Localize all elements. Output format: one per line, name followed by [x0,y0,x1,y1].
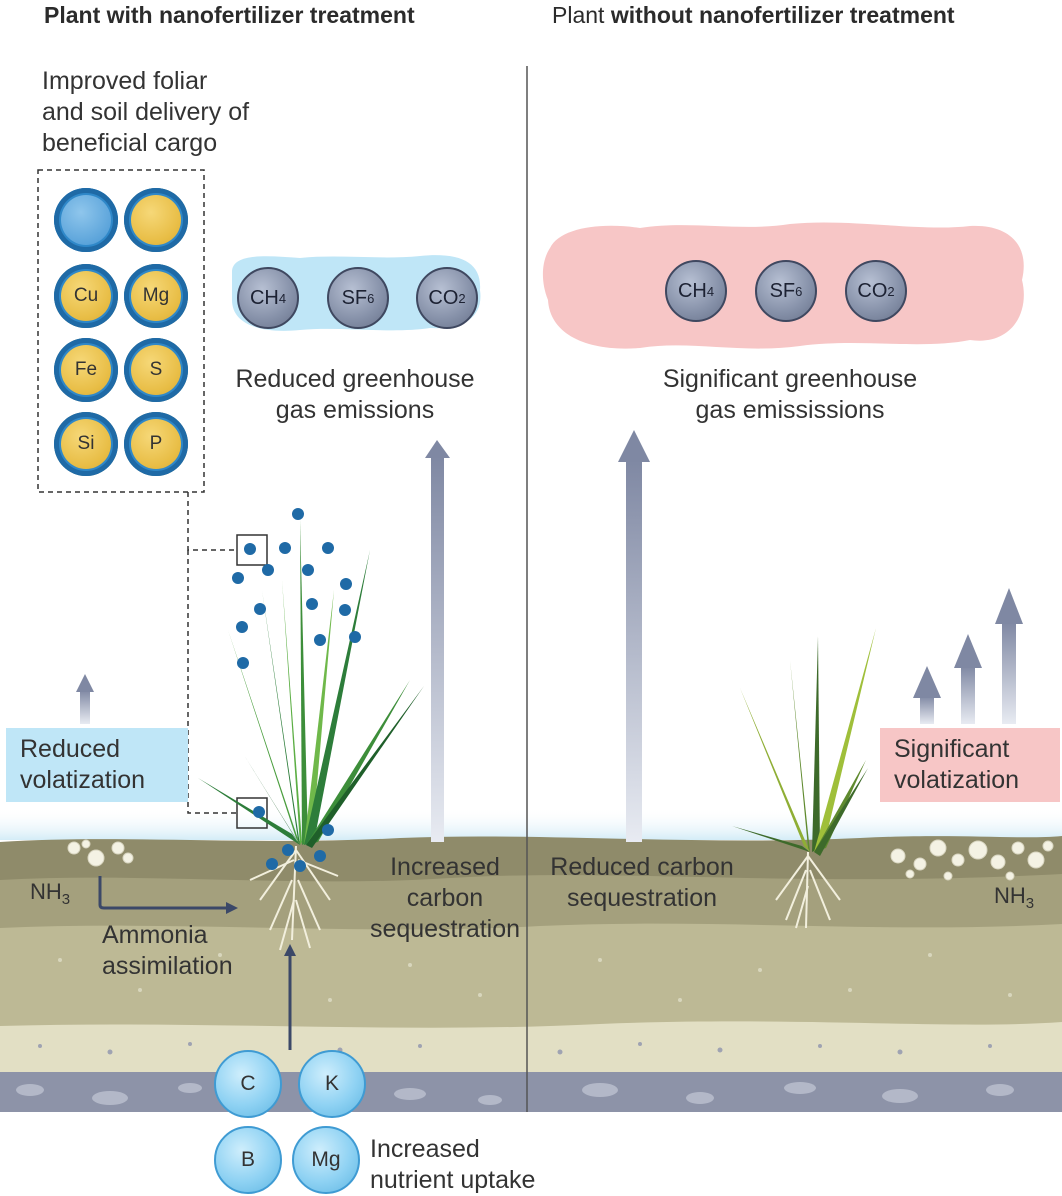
greenhouse-label-line: gas emissions [275,396,435,424]
dna-cargo [54,188,118,252]
nh3-label-left: NH3 [30,879,71,908]
cargo-fe: Fe [54,338,118,402]
carbon-label-line: carbon [406,884,484,912]
emission-arrows [76,430,1023,842]
delivery-label-line: Improved foliar [42,67,208,95]
delivery-label-line: beneficial cargo [42,129,218,157]
protein-cargo [124,188,188,252]
uptake-label-line: Increased [370,1135,480,1163]
volatization-label-line: Reduced [20,735,121,763]
assimilation-label-line: Ammonia [102,921,208,949]
nutrient-mg: Mg [292,1126,360,1194]
greenhouse-label-line: gas emississions [695,396,885,424]
reduced-carbon-label: Reduced carbon sequestration [530,852,754,914]
significant-volatization-label: Significant volatization [880,728,1060,802]
soil-dots [58,953,1012,1002]
carbon-label-line: Increased [390,853,500,881]
right-header-bold: without nanofertilizer treatment [610,2,955,28]
volatization-label-line: volatization [20,766,146,794]
nutrient-b: B [214,1126,282,1194]
cargo-p: P [124,412,188,476]
nutrient-c: C [214,1050,282,1118]
cargo-cu: Cu [54,264,118,328]
cargo-si: Si [54,412,118,476]
callout-square-bottom [236,797,268,829]
reduced-volatization-label: Reduced volatization [6,728,188,802]
delivery-label-line: and soil delivery of [42,98,250,126]
nh3-bubbles-left [67,839,134,867]
right-header-prefix: Plant [552,2,611,28]
untreated-roots [775,851,841,929]
ground-glow [0,808,1062,840]
carbon-label-line: sequestration [369,915,521,943]
rock-pebbles [16,1082,1014,1105]
rock-layer [0,1072,1062,1112]
soil-light-layer [0,1021,1062,1075]
left-panel-header: Plant with nanofertilizer treatment [44,2,415,28]
untreated-plant [732,628,876,929]
cargo-callout [37,169,236,814]
nutrient-uptake-label: Increased nutrient uptake [370,1134,535,1196]
increased-carbon-label: Increased carbon sequestration [350,852,540,945]
nh3-label-right: NH3 [994,883,1035,912]
volatization-label-line: Significant [894,735,1010,763]
uptake-label-line: nutrient uptake [370,1166,536,1194]
ammonia-assimilation-label: Ammonia assimilation [102,920,233,982]
right-panel-header: Plant without nanofertilizer treatment [552,2,955,29]
nh3-bubbles-right [890,839,1054,881]
ammonia-assimilation-arrow [98,876,238,914]
volatization-label-line: volatization [894,766,1020,794]
delivery-label: Improved foliar and soil delivery of ben… [42,66,249,159]
nanoparticles [232,508,361,872]
cargo-s: S [124,338,188,402]
soil-band-2 [0,923,1062,1030]
treated-plant [198,520,424,951]
callout-square-top [236,534,268,566]
cargo-mg: Mg [124,264,188,328]
assimilation-label-line: assimilation [102,952,233,980]
greenhouse-label-line: Significant greenhouse [662,365,918,393]
carbon-label-line: sequestration [566,884,718,912]
carbon-label-line: Reduced carbon [550,853,734,881]
significant-greenhouse-label: Significant greenhouse gas emississions [620,364,960,426]
reduced-greenhouse-label: Reduced greenhouse gas emissions [205,364,505,426]
nutrient-k: K [298,1050,366,1118]
greenhouse-label-line: Reduced greenhouse [235,365,475,393]
